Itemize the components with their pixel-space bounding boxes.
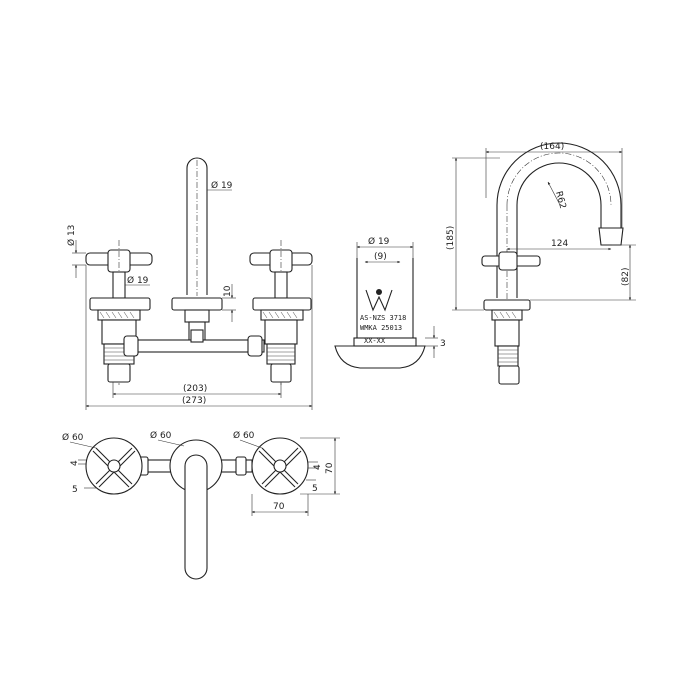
stamp-line-2: WMKA 25013	[360, 324, 402, 332]
spout-base	[171, 297, 223, 311]
dim-plan-left-4: 4	[70, 460, 80, 466]
dim-flange-height: 10	[223, 285, 233, 297]
gooseneck-spout	[496, 142, 622, 298]
dim-spout-width-164: (164)	[540, 142, 564, 152]
dim-plan-height-70: 70	[325, 462, 335, 474]
connecting-pipes	[123, 329, 265, 357]
dim-spout-height-185: (185)	[446, 226, 456, 250]
dim-detail-3: 3	[440, 339, 446, 349]
dim-valve-diameter: Ø 19	[127, 275, 149, 286]
dim-reach-124: 124	[551, 239, 568, 249]
dim-plan-right-diameter: Ø 60	[233, 430, 255, 441]
dim-spout-diameter: Ø 19	[211, 180, 233, 191]
plan-left-valve	[85, 437, 143, 495]
dim-handle-diameter: Ø 13	[66, 225, 77, 246]
top-plan-view: Ø 60 Ø 60 Ø 60 4 5 4 5 70 70	[62, 430, 340, 580]
watermark-logo	[365, 289, 393, 312]
side-view: (164) R62 (185) 124 (82)	[446, 142, 636, 385]
dim-outlet-height-82: (82)	[621, 268, 631, 286]
dim-plan-left-5: 5	[72, 485, 78, 495]
left-valve	[85, 240, 153, 385]
dim-detail-9: (9)	[374, 252, 387, 262]
dim-detail-diameter: Ø 19	[368, 236, 390, 247]
stamp-line-1: AS-NZS 3718	[360, 314, 406, 322]
dim-overall-273: (273)	[182, 396, 206, 406]
stamp-line-3: XX-XX	[364, 337, 386, 345]
dim-plan-width-70: 70	[273, 502, 285, 512]
plan-right-valve	[251, 437, 309, 495]
dim-centres-203: (203)	[183, 384, 207, 394]
left-flange	[89, 297, 151, 311]
right-valve	[249, 240, 313, 385]
dim-plan-right-4: 4	[313, 464, 323, 470]
spout-riser	[186, 157, 208, 295]
dim-radius-62: R62	[553, 190, 567, 210]
right-flange	[252, 297, 312, 311]
front-elevation-view: Ø 13 Ø 19 Ø 19 10 (203) (273)	[66, 157, 313, 410]
front-dimensions: Ø 13 Ø 19 Ø 19 10 (203) (273)	[66, 180, 313, 410]
detail-view: AS-NZS 3718 WMKA 25013 XX-XX Ø 19 (9) 3	[334, 236, 446, 369]
plan-center-spout	[169, 439, 223, 580]
dim-plan-center-diameter: Ø 60	[150, 430, 172, 441]
dim-plan-right-5: 5	[312, 484, 318, 494]
dim-plan-left-diameter: Ø 60	[62, 432, 84, 443]
